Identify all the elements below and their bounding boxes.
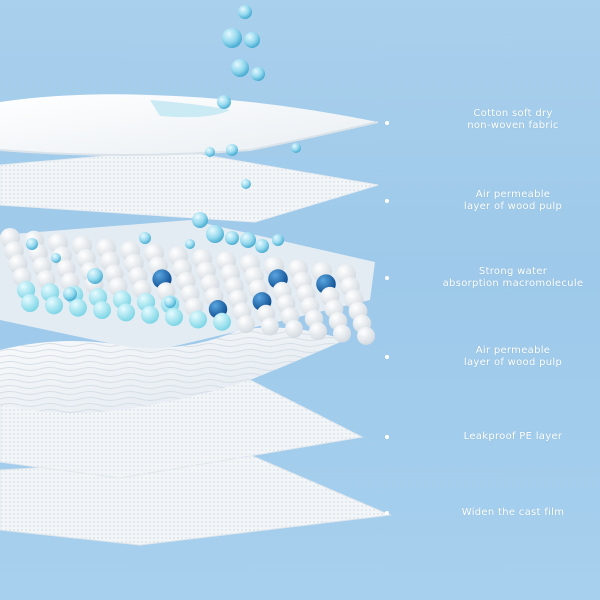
absorbent-bead: [357, 326, 375, 345]
label-cotton-fabric: Cotton soft dry non-woven fabric: [467, 108, 559, 131]
water-droplet: [226, 144, 238, 156]
label-cast-film: Widen the cast film: [461, 507, 565, 518]
water-droplet: [164, 296, 176, 308]
absorbent-bead: [45, 296, 63, 315]
leader-dot-5: [385, 435, 389, 439]
lower-wood-pulp-sheet: [0, 327, 345, 414]
water-droplet: [255, 239, 269, 253]
water-droplet: [222, 28, 242, 48]
leader-dot-2: [385, 199, 389, 203]
water-droplet: [26, 238, 38, 250]
absorbent-bead: [165, 308, 183, 327]
water-droplet: [238, 5, 252, 19]
label-wood-pulp-lower: Air permeable layer of wood pulp: [463, 345, 563, 368]
absorbent-bead: [237, 315, 255, 334]
cotton-top-sheet: [0, 94, 379, 156]
upper-wood-pulp-sheet: [0, 149, 379, 223]
leader-dot-3: [385, 276, 389, 280]
absorbent-bead: [285, 319, 303, 338]
absorbent-bead: [93, 301, 111, 320]
absorbent-bead: [69, 298, 87, 317]
label-pe-layer: Leakproof PE layer: [463, 431, 563, 442]
label-absorption-macromolecule: Strong water absorption macromolecule: [442, 266, 584, 289]
absorbent-bead: [117, 303, 135, 322]
absorbent-bead: [333, 324, 351, 343]
water-droplet: [139, 232, 151, 244]
absorbent-bead: [309, 322, 327, 341]
absorbent-bead: [141, 305, 159, 324]
water-droplet: [205, 147, 215, 157]
water-droplet: [231, 59, 249, 77]
leader-dot-6: [385, 511, 389, 515]
absorbent-bead: [261, 317, 279, 336]
water-droplet: [217, 95, 231, 109]
absorbent-bead: [189, 310, 207, 329]
water-droplet: [87, 268, 103, 284]
water-droplet: [241, 179, 251, 189]
label-wood-pulp-upper: Air permeable layer of wood pulp: [463, 189, 563, 212]
leader-dot-4: [385, 355, 389, 359]
water-droplet: [192, 212, 208, 228]
water-droplet: [251, 67, 265, 81]
absorbent-bead: [21, 294, 39, 312]
leader-dot-1: [385, 121, 389, 125]
water-droplet: [206, 225, 224, 243]
water-droplet: [63, 287, 77, 301]
water-droplet: [272, 234, 284, 246]
water-droplet: [185, 239, 195, 249]
water-droplet: [244, 32, 260, 48]
absorbent-bead: [213, 312, 231, 331]
water-droplet: [240, 232, 256, 248]
water-droplet: [51, 253, 61, 263]
water-droplet: [291, 143, 301, 153]
water-droplets: [26, 5, 301, 308]
water-droplet: [225, 231, 239, 245]
